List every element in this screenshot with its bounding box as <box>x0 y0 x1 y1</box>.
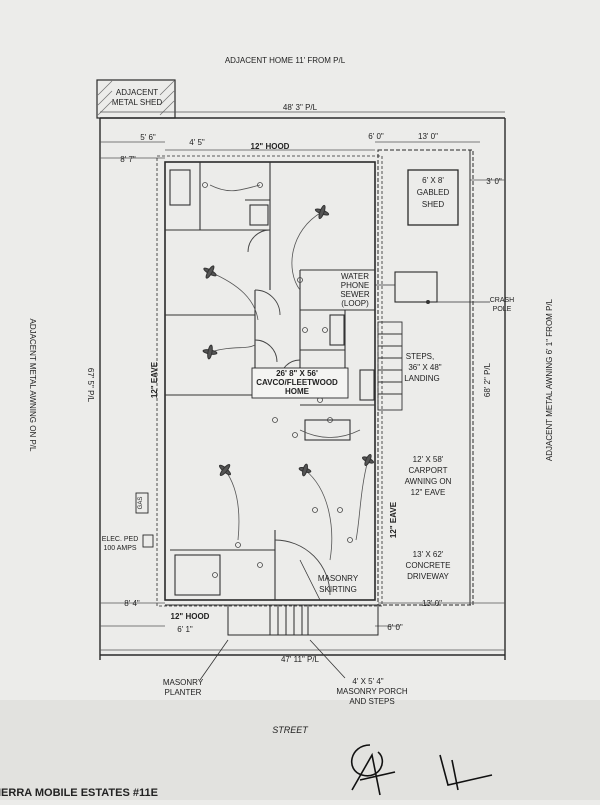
shed-label: SHED <box>422 200 444 209</box>
door-swings <box>247 229 331 596</box>
dim-6-0-top: 6' 0" <box>368 132 384 141</box>
skirting-label-2: SKIRTING <box>319 585 357 594</box>
dim-3-0: 3' 0" <box>486 177 502 186</box>
driveway-material-label: CONCRETE <box>406 561 451 570</box>
planter-label-1: MASONRY <box>163 678 204 687</box>
signature-mark <box>350 744 493 796</box>
skirting-leader <box>299 559 321 601</box>
dim-5-6: 5' 6" <box>140 133 156 142</box>
home-size-label: 26' 8" X 56' <box>276 369 318 378</box>
porch-leader <box>309 639 346 679</box>
dim-4-5: 4' 5" <box>189 138 205 147</box>
paper-shadow <box>0 700 600 800</box>
masonry-porch <box>269 604 379 636</box>
carport-awning-label: AWNING ON <box>405 477 452 486</box>
driveway-label: DRIVEWAY <box>407 572 449 581</box>
crash-pole-label-1: CRASH <box>490 297 515 304</box>
eave-left-label: 12" EAVE <box>150 361 159 398</box>
shed-size-label: 6' X 8' <box>422 176 444 185</box>
carport-label: CARPORT <box>409 466 448 475</box>
hood-bottom-label: 12" HOOD <box>171 612 210 621</box>
crash-pole-icon <box>426 300 430 304</box>
crash-pole-label-2: POLE <box>493 306 512 313</box>
home-label-box <box>251 367 349 399</box>
carport-eave-label: 12" EAVE <box>411 488 446 497</box>
driveway-size-label: 13' X 62' <box>413 550 444 559</box>
adjacent-metal-shed <box>96 79 176 119</box>
left-side-label: ADJACENT METAL AWNING ON P/L <box>28 319 37 452</box>
gas-label: GAS <box>138 497 144 510</box>
gabled-shed <box>407 169 459 226</box>
steps-label-1: STEPS, <box>406 352 434 361</box>
top-dimension-lines <box>100 111 505 181</box>
right-side-label: ADJACENT METAL AWNING 6' 1" FROM P/L <box>545 298 554 461</box>
utility-water-label: WATER <box>341 272 369 281</box>
entry-steps <box>377 321 403 411</box>
utility-box <box>394 271 438 303</box>
adjacent-home-label: ADJACENT HOME 11' FROM P/L <box>225 56 346 65</box>
adjacent-shed-label-1: ADJACENT <box>116 88 158 97</box>
home-model-label: CAVCO/FLEETWOOD <box>256 378 338 387</box>
shed-type-label: GABLED <box>417 188 450 197</box>
carport-size-label: 12' X 58' <box>413 455 444 464</box>
skirting-label-1: MASONRY <box>318 574 359 583</box>
interior-walls <box>165 162 375 600</box>
ceiling-fan-icon <box>202 204 375 477</box>
dim-6-0-bottom: 6' 0" <box>387 623 403 632</box>
electric-pedestal-icon <box>142 534 154 548</box>
dim-13-0-bottom: 13' 0" <box>422 599 442 608</box>
left-pl-dimension: 67' 5" P/L <box>86 368 95 403</box>
elec-label-2: 100 AMPS <box>103 545 136 552</box>
elec-label-1: ELEC. PED <box>102 536 139 543</box>
dim-8-7: 8' 7" <box>120 155 136 164</box>
adjacent-shed-label-2: METAL SHED <box>112 98 162 107</box>
right-pl-dimension: 68' 2" P/L <box>483 362 492 397</box>
home-type-label: HOME <box>285 387 310 396</box>
hood-top-label: 12" HOOD <box>251 142 290 151</box>
electrical-wiring <box>209 184 369 561</box>
porch-size-label: 4' X 5' 4" <box>352 677 383 686</box>
steps-label-2: 36" X 48" <box>408 363 441 372</box>
pl-top-dimension: 48' 3" P/L <box>283 103 318 112</box>
dim-6-1: 6' 1" <box>177 625 193 634</box>
dim-8-4: 8' 4" <box>124 599 140 608</box>
pl-bottom-dimension: 47' 11" P/L <box>281 655 320 664</box>
porch-steps-label: AND STEPS <box>349 697 394 706</box>
eave-right-label: 12" EAVE <box>389 501 398 538</box>
porch-label: MASONRY PORCH <box>336 687 407 696</box>
bottom-dimension-lines <box>100 602 505 651</box>
dim-13-0-top: 13' 0" <box>418 132 438 141</box>
steps-label-3: LANDING <box>404 374 440 383</box>
street-label: STREET <box>272 725 309 735</box>
utility-sewer-label: SEWER <box>340 290 370 299</box>
utility-loop-label: (LOOP) <box>341 299 369 308</box>
gas-meter-box <box>135 492 149 514</box>
planter-leader <box>199 639 229 681</box>
footer-title: IERRA MOBILE ESTATES #11E <box>0 787 158 799</box>
fixture-marks <box>202 182 353 578</box>
utility-phone-label: PHONE <box>341 281 369 290</box>
planter-label-2: PLANTER <box>165 688 202 697</box>
